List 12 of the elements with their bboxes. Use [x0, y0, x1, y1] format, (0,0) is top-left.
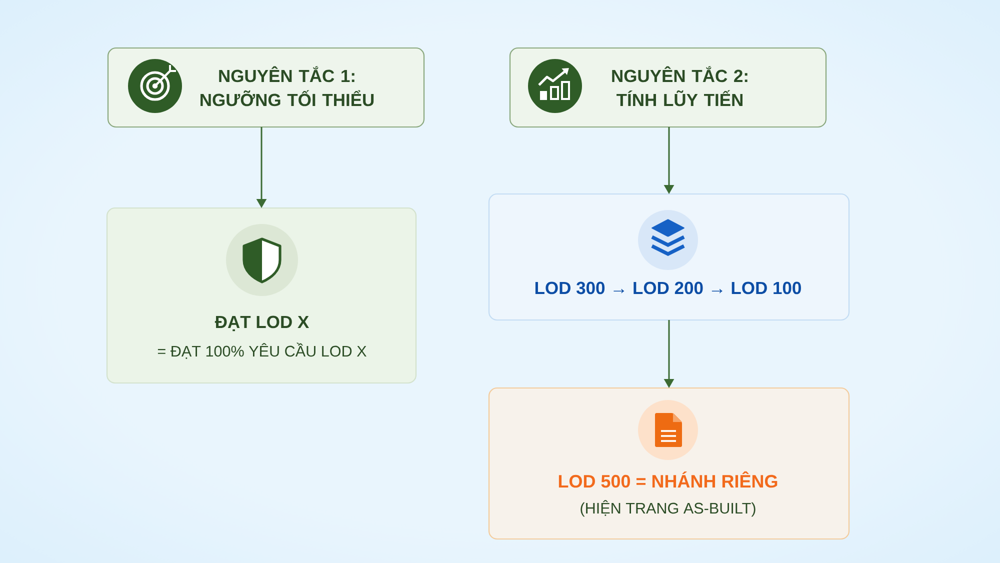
- card: [488, 193, 850, 321]
- subtitle: = ĐẠT 100% YÊU CẦU LOD X: [158, 342, 366, 359]
- subtitle: (HIỆN TRANG AS-BUILT): [580, 500, 756, 517]
- card: [488, 387, 850, 540]
- title: ĐẠT LOD X: [214, 316, 309, 332]
- title: LOD 300 → LOD 200 → LOD 100: [535, 282, 801, 294]
- card: [107, 47, 425, 128]
- heading: NGUYÊN TẮC 2: TÍNH LŨY TIẾN: [612, 66, 748, 106]
- heading: NGUYÊN TẮC 1: NGƯỠNG TỐI THIỂU: [200, 66, 374, 106]
- card: [509, 47, 827, 128]
- title: LOD 500 = NHÁNH RIÊNG: [558, 471, 778, 488]
- card: [106, 207, 417, 384]
